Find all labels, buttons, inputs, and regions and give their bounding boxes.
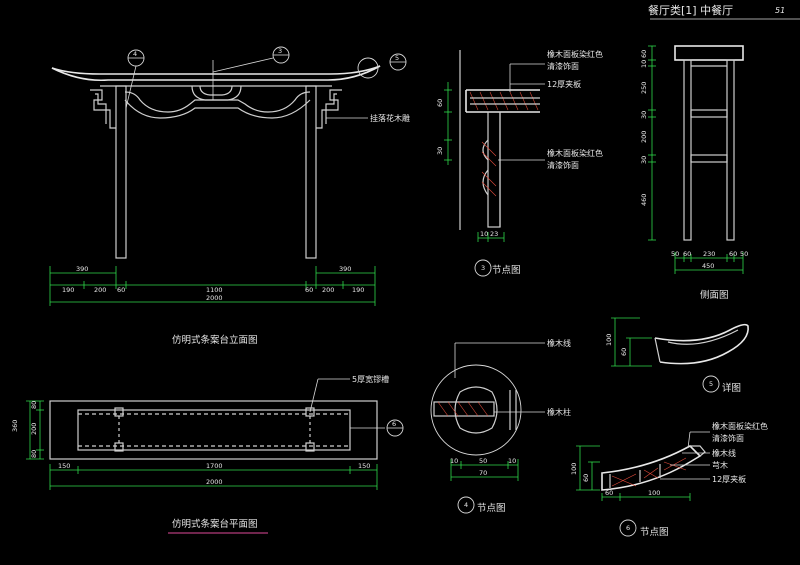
detail4-dim-50: 50 (479, 457, 487, 465)
detail4-label-post: 橡木柱 (547, 407, 571, 417)
side-dim-50-right: 50 (740, 250, 748, 258)
side-dim-60: 60 (640, 50, 648, 58)
detail-5-profile (654, 323, 749, 365)
plan-marker-6-label: 6 (392, 420, 396, 428)
detail6-marker (619, 519, 637, 537)
elevation-dim-390-right: 390 (339, 265, 351, 273)
side-dim-60-left: 60 (683, 250, 691, 258)
detail5-dim-100: 100 (605, 334, 613, 346)
elevation-top-board-lower (51, 65, 381, 82)
plan-dimensions: 360 80 200 80 150 1700 150 2000 (11, 400, 378, 490)
detail4-dim-10-right: 10 (508, 457, 516, 465)
elevation-dim-2000: 2000 (206, 294, 223, 302)
detail4-label-line: 橡木线 (547, 338, 571, 348)
side-dim-250: 250 (640, 82, 648, 94)
side-dim-60-right: 60 (729, 250, 737, 258)
detail3-marker-label: 3 (481, 264, 485, 272)
side-dim-50-left: 50 (671, 250, 679, 258)
detail6-label-d: 芎木 (712, 460, 728, 470)
elevation-marker-4-label: 4 (133, 50, 137, 58)
detail6-label-e: 12厚夹板 (712, 474, 746, 484)
detail3-dimensions: 60 30 10 23 (436, 82, 505, 242)
side-dim-10: 10 (640, 60, 648, 68)
detail6-marker-label: 6 (626, 524, 630, 532)
elevation-dim-1100: 1100 (206, 286, 223, 294)
elevation-dim-200-left: 200 (94, 286, 106, 294)
detail3-caption: 节点图 (492, 265, 521, 276)
plan-dim-2000: 2000 (206, 478, 223, 486)
detail4-dim-70: 70 (479, 469, 487, 477)
detail3-label-face4: 清漆饰面 (547, 160, 579, 170)
detail-6-section (601, 445, 706, 491)
elevation-dim-190-right: 190 (352, 286, 364, 294)
detail3-label-plywood: 12厚夹板 (547, 79, 581, 89)
detail5-dim-60: 60 (620, 348, 628, 356)
side-dim-450: 450 (702, 262, 714, 270)
elevation-marker-3-label: 3 (278, 47, 282, 55)
elevation-end-circle (357, 57, 379, 79)
table-plan (49, 400, 378, 460)
detail4-dim-10-left: 10 (450, 457, 458, 465)
detail3-label-face3: 橡木面板染红色 (547, 148, 603, 158)
elevation-dim-190-left: 190 (62, 286, 74, 294)
elevation-dim-200-right: 200 (322, 286, 334, 294)
detail3-dim-10: 10 (480, 230, 488, 238)
elevation-top-board (51, 65, 381, 75)
side-view (674, 45, 744, 241)
detail5-marker-label: 5 (709, 380, 713, 388)
elevation-marker-5-label: 5 (395, 54, 399, 62)
detail4-marker (457, 496, 475, 514)
plan-dim-1700: 1700 (206, 462, 223, 470)
table-elevation (51, 60, 381, 259)
detail5-marker (702, 375, 720, 393)
plan-label-groove: 5厚宽镠槽 (352, 374, 389, 384)
detail6-dim-100-h: 100 (648, 489, 660, 497)
detail5-dimensions: 100 60 (605, 317, 652, 367)
side-dim-200: 200 (640, 131, 648, 143)
detail-4-section (430, 364, 522, 456)
detail3-label-face2: 清漆饰面 (547, 61, 579, 71)
detail3-dim-23: 23 (490, 230, 498, 238)
detail6-dimensions: 100 60 60 100 (570, 445, 691, 501)
detail3-marker (474, 259, 492, 277)
side-dim-230: 230 (703, 250, 715, 258)
detail6-dim-60: 60 (582, 474, 590, 482)
plan-dim-150-left: 150 (58, 462, 70, 470)
detail3-dim-60: 60 (436, 99, 444, 107)
elevation-dim-390-left: 390 (76, 265, 88, 273)
elevation-caption: 仿明式条案台立面图 (172, 334, 258, 346)
elevation-label-flower-carving: 挂落花木雕 (370, 113, 410, 123)
detail6-label-a: 橡木面板染红色 (712, 421, 768, 431)
detail5-caption: 详图 (722, 382, 741, 394)
plan-dim-150-right: 150 (358, 462, 370, 470)
detail3-label-face1: 橡木面板染红色 (547, 49, 603, 59)
detail6-dim-100: 100 (570, 463, 578, 475)
detail6-label-b: 清漆饰面 (712, 433, 744, 443)
header-page-number: 51 (775, 6, 785, 15)
plan-dim-80-bottom: 80 (30, 450, 38, 458)
detail6-dim-60-h: 60 (605, 489, 613, 497)
elevation-dim-60-right: 60 (305, 286, 313, 294)
detail-3-section (459, 50, 540, 230)
side-dim-30-b: 30 (640, 156, 648, 164)
side-caption: 侧面图 (700, 289, 729, 301)
plan-dim-80-top: 80 (30, 401, 38, 409)
plan-dim-200: 200 (30, 423, 38, 435)
detail6-label-c: 橡木线 (712, 448, 736, 458)
detail3-dim-30: 30 (436, 147, 444, 155)
side-dim-30-a: 30 (640, 111, 648, 119)
side-dimensions: 60 10 250 30 200 30 460 50 60 230 60 50 … (640, 45, 748, 274)
header-title: 餐厅类[1] 中餐厅 (648, 3, 733, 17)
plan-caption: 仿明式条案台平面图 (172, 518, 258, 530)
plan-dim-360: 360 (11, 420, 19, 432)
detail4-dimensions: 10 50 10 70 (450, 457, 519, 481)
detail6-caption: 节点图 (640, 527, 669, 538)
detail4-marker-label: 4 (464, 501, 468, 509)
elevation-dim-60-left: 60 (117, 286, 125, 294)
side-dim-460: 460 (640, 194, 648, 206)
elevation-dimensions: 390 390 190 200 60 1100 60 200 190 2000 (49, 265, 376, 306)
detail4-caption: 节点图 (477, 503, 506, 514)
